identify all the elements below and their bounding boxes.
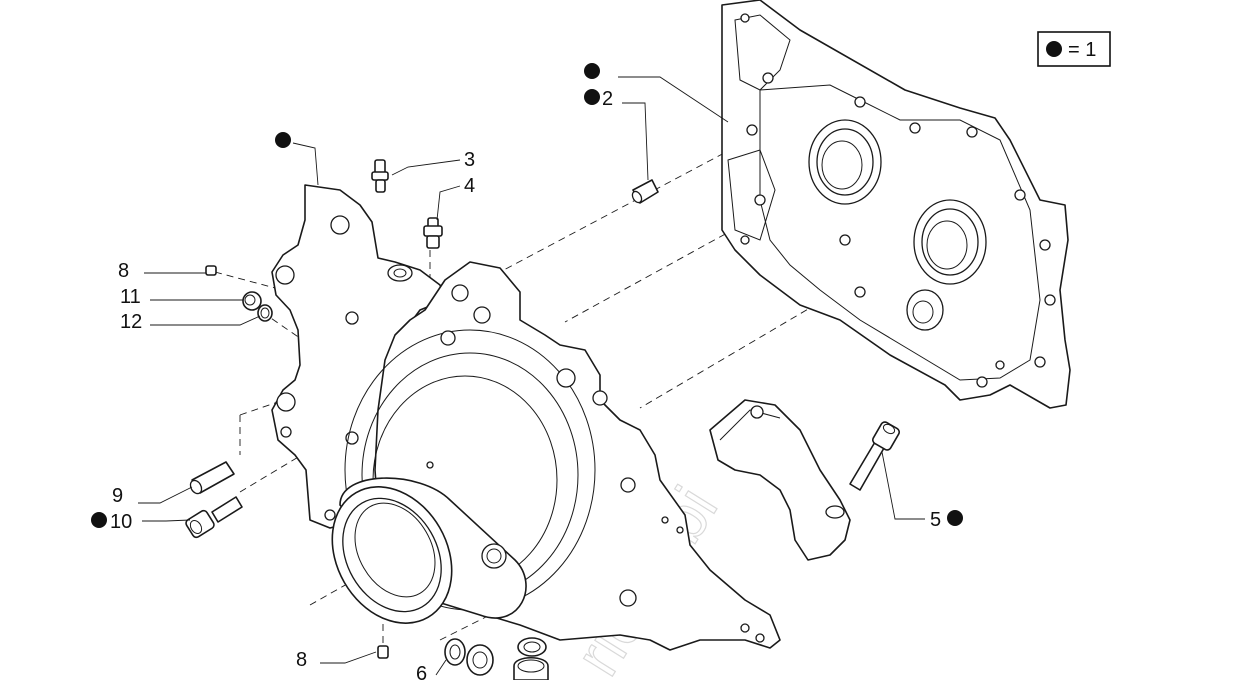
callout-label-4: 4 [464,175,475,197]
washer-part-12 [257,304,273,322]
plug-part-7 [466,644,494,676]
set-screw-part-8 [205,265,217,276]
callout-dot-plate [275,132,291,148]
callout-label-9: 9 [112,485,123,507]
rear-housing-plate [721,0,1071,409]
washer-part-bottom [517,637,547,657]
set-screw-part-8-lower [377,645,389,659]
leader-lines [138,76,925,676]
fitting-part-4 [423,217,443,249]
callout-label-5: 5 [930,509,941,531]
callout-dot-top [584,63,600,79]
callout-dot-10 [91,512,107,528]
adapter-plate [271,184,446,529]
callout-label-10: 10 [110,511,132,533]
hardware-parts [185,159,900,680]
callout-label-11: 11 [120,286,141,308]
pin-part-2 [631,179,659,204]
callout-label-2: 2 [602,88,613,110]
bearing-cap [709,399,851,561]
bolt-part-5 [849,421,900,491]
washer-part-6 [444,638,466,666]
legend-text: = 1 [1068,39,1096,61]
plug-part-11 [242,291,262,311]
callout-label-8-lower: 8 [296,649,307,671]
callout-label-8-upper: 8 [118,260,129,282]
callout-dot-2 [584,89,600,105]
legend: = 1 [1037,31,1111,67]
callout-label-3: 3 [464,149,475,171]
fitting-part-3 [371,159,389,193]
legend-dot [1046,41,1062,57]
pin-part-9 [189,461,235,495]
fitting-part-bottom [513,656,549,680]
callout-dot-5 [947,510,963,526]
callouts: 2 3 4 8 11 12 9 10 5 8 6 [91,63,963,680]
callout-label-6: 6 [416,663,427,680]
main-gear-housing [331,261,781,651]
bolt-part-10 [185,496,243,539]
callout-label-12: 12 [120,311,142,333]
